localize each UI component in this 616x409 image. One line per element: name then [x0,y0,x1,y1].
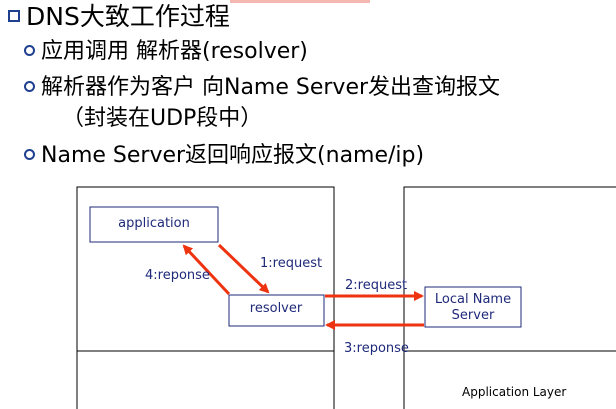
resolver-box [228,294,325,327]
square-bullet-icon [8,10,20,22]
step2-label: 2:request [345,278,407,293]
step3-label: 3:reponse [344,341,409,356]
resolver-label: resolver [250,301,303,316]
bullet-text: Name Server返回响应报文(name/ip) [41,143,425,168]
local-name-server-box [424,286,522,328]
bullet-item: 解析器作为客户 向Name Server发出查询报文 [24,77,500,99]
bullet-text: 解析器作为客户 向Name Server发出查询报文 [41,75,501,100]
circle-bullet-icon [24,149,35,160]
slide-title: DNS大致工作过程 [8,4,230,29]
arrow-request-app-to-resolver [217,243,270,294]
bullet-text: 应用调用 解析器(resolver) [41,39,308,64]
step1-label: 1:request [260,256,322,271]
circle-bullet-icon [24,81,35,92]
slide-title-text: DNS大致工作过程 [26,2,230,31]
application-layer-label: Application Layer [462,385,566,399]
local-name-server-label-line2: Server [452,308,495,323]
top-decoration-strip [230,0,370,3]
server-host-frame [403,186,616,409]
local-host-frame [76,186,335,409]
circle-bullet-icon [24,45,35,56]
step4-label: 4:reponse [145,268,210,283]
bullet-text: （封装在UDP段中） [62,106,263,131]
application-label: application [118,216,190,231]
arrow-response-resolver-to-app [182,244,231,296]
bullet-item: Name Server返回响应报文(name/ip) [24,145,424,167]
application-box [89,206,219,243]
local-name-server-label-line1: Local Name [435,292,511,307]
bullet-item: 应用调用 解析器(resolver) [24,41,308,63]
bullet-continuation: （封装在UDP段中） [62,108,262,130]
